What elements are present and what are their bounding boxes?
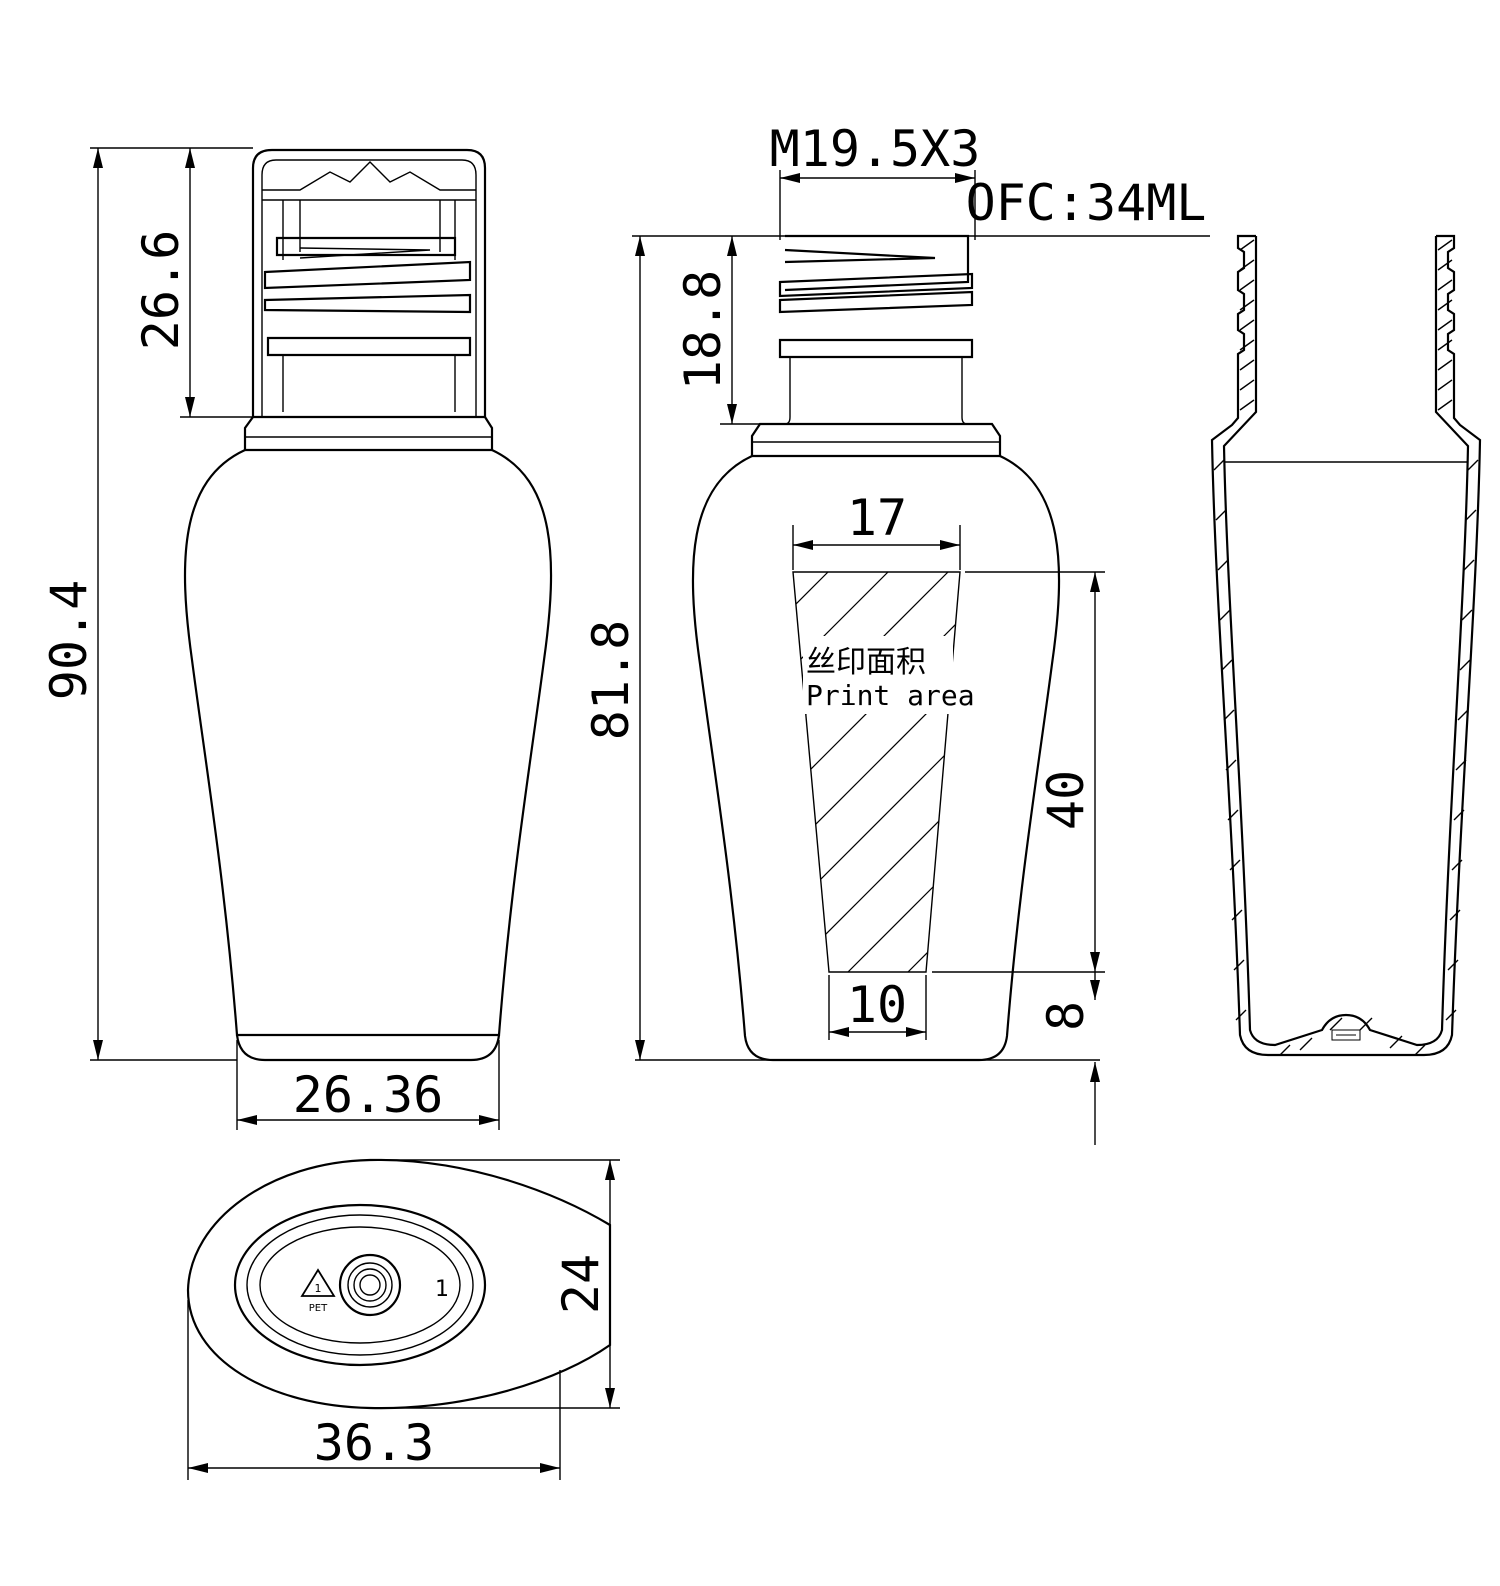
front-view-with-cap <box>183 148 553 1062</box>
total-height-label: 90.4 <box>40 580 98 700</box>
bottom-view: 1 PET 1 <box>186 1158 612 1410</box>
print-bottom-width-label: 10 <box>847 976 907 1034</box>
recycle-icon: 1 PET <box>300 1268 336 1314</box>
recycle-code: PET <box>309 1303 328 1314</box>
front-view-bottle: 丝印面积 Print area <box>691 234 1061 1062</box>
section-wall-hatch <box>1213 239 1479 1056</box>
section-view <box>1210 234 1482 1057</box>
dim-bottom-height: 24 <box>380 1159 620 1409</box>
print-area-hatch <box>793 572 960 972</box>
bottom-ring-outer <box>233 1203 487 1367</box>
thread-label: M19.5X3 <box>770 120 981 178</box>
dim-bottle-height: 81.8 <box>582 236 1100 1061</box>
cap-thread <box>275 236 457 257</box>
print-bottom-offset-label: 8 <box>1037 1001 1095 1031</box>
recycle-number: 1 <box>315 1282 322 1295</box>
dim-print-top-width: 17 <box>792 489 961 570</box>
print-height-label: 40 <box>1037 770 1095 830</box>
injection-gate <box>338 1253 402 1317</box>
cap-outline <box>251 148 487 417</box>
dim-print-bottom-offset: 8 <box>1037 972 1100 1145</box>
cavity-number: 1 <box>435 1277 449 1302</box>
bottom-height-label: 24 <box>552 1254 610 1314</box>
dim-thread: M19.5X3 <box>770 120 981 240</box>
dim-bottom-width: 36.3 <box>187 1300 561 1480</box>
print-top-width-label: 17 <box>847 489 907 547</box>
print-area-label-en: Print area <box>806 679 975 712</box>
dim-base-width: 26.36 <box>236 1040 500 1130</box>
print-area: 丝印面积 Print area <box>792 571 975 973</box>
bottle-body <box>183 449 553 1037</box>
section-base-mark <box>1331 1029 1361 1041</box>
neck-ring <box>243 415 494 452</box>
base-width-label: 26.36 <box>293 1066 444 1124</box>
section-inner <box>1222 236 1470 1047</box>
dim-print-bottom-width: 10 <box>828 975 927 1040</box>
dim-neck-height: 18.8 <box>674 236 785 425</box>
section-outer <box>1210 234 1482 1057</box>
bottle-height-label: 81.8 <box>582 620 640 740</box>
dim-cap-height: 26.6 <box>132 148 253 418</box>
capacity-label: OFC:34ML <box>966 174 1207 232</box>
dim-capacity: OFC:34ML <box>632 174 1210 237</box>
print-area-label-cn: 丝印面积 <box>806 645 926 680</box>
dim-total-height: 90.4 <box>40 147 253 1061</box>
neck-height-label: 18.8 <box>674 270 732 390</box>
bottom-width-label: 36.3 <box>314 1414 434 1472</box>
cap-height-label: 26.6 <box>132 230 190 350</box>
dim-print-height: 40 <box>932 571 1105 973</box>
neck-finish <box>784 234 970 292</box>
